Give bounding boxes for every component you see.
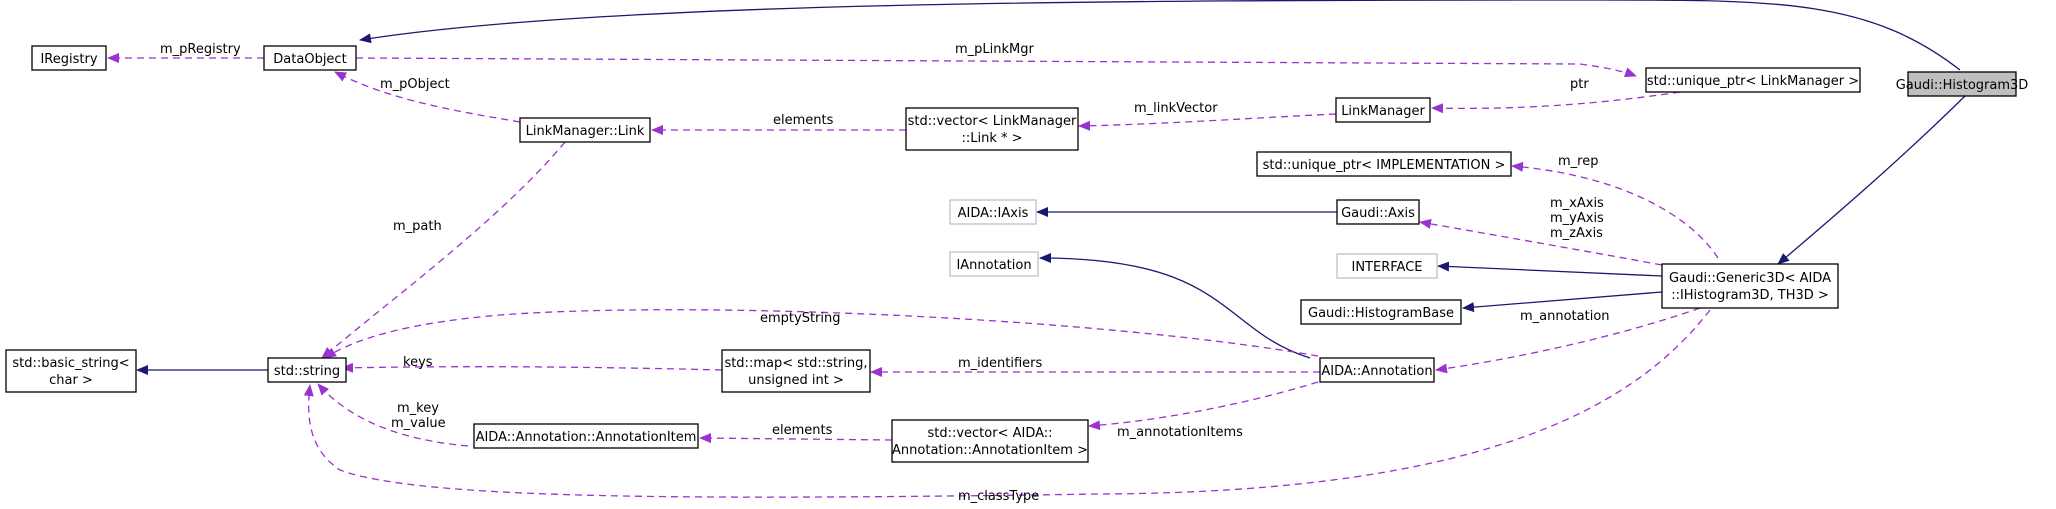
label-ptr: ptr <box>1570 77 1589 92</box>
label-keys: keys <box>403 355 433 370</box>
edge-aidaannotation-to-stdstring-emptystring <box>324 309 1319 359</box>
label-m-rep: m_rep <box>1558 154 1598 169</box>
edge-link-to-stdstring <box>321 141 566 359</box>
label-m-annotationitems: m_annotationItems <box>1117 425 1243 440</box>
edge-linkmanager-to-vector-link <box>1078 113 1337 131</box>
label-m-plinkmgr: m_pLinkMgr <box>955 42 1035 57</box>
label-elements-item: elements <box>772 423 833 438</box>
edge-generic3d-to-uniqueptr-impl <box>1511 161 1719 259</box>
node-gaudi-generic3d[interactable]: Gaudi::Generic3D< AIDA ::IHistogram3D, T… <box>1661 263 1839 309</box>
edge-aidaannotation-to-iannotation <box>1039 253 1311 359</box>
node-label-line2: Annotation::AnnotationItem > <box>892 443 1088 458</box>
node-gaudi-axis[interactable]: Gaudi::Axis <box>1336 199 1420 225</box>
edge-generic3d-to-stdstring-classtype <box>303 309 1711 498</box>
node-label: AIDA::IAxis <box>958 206 1029 221</box>
node-label: Gaudi::HistogramBase <box>1308 306 1454 321</box>
node-label: LinkManager::Link <box>526 124 645 139</box>
node-gaudi-histogrambase[interactable]: Gaudi::HistogramBase <box>1300 299 1462 325</box>
node-aida-iaxis[interactable]: AIDA::IAxis <box>949 199 1037 225</box>
label-m-value: m_value <box>391 416 446 431</box>
node-label: DataObject <box>273 52 346 67</box>
node-interface[interactable]: INTERFACE <box>1336 253 1438 279</box>
node-label: IRegistry <box>40 52 97 67</box>
edge-histogram3d-to-generic3d <box>1777 95 1966 265</box>
node-label: std::unique_ptr< IMPLEMENTATION > <box>1263 158 1506 173</box>
edge-generic3d-to-interface <box>1437 261 1663 277</box>
node-unique-ptr-linkmanager[interactable]: std::unique_ptr< LinkManager > <box>1645 67 1861 93</box>
edge-histogram3d-to-dataobject <box>359 0 1961 71</box>
node-unique-ptr-implementation[interactable]: std::unique_ptr< IMPLEMENTATION > <box>1256 151 1512 177</box>
edge-uniqueptr-linkmgr-to-linkmanager <box>1431 91 1681 114</box>
node-label-line1: std::vector< AIDA:: <box>927 426 1052 441</box>
edge-generic3d-to-gaudiaxis <box>1419 218 1663 266</box>
node-label-line2: char > <box>49 373 93 388</box>
node-label-line2: ::Link * > <box>961 131 1022 146</box>
label-elements-link: elements <box>773 113 834 128</box>
edge-dataobject-to-uniqueptr-linkmgr <box>355 57 1637 77</box>
node-label: std::string <box>274 364 340 379</box>
node-label-line1: std::basic_string< <box>12 356 129 371</box>
label-m-classtype: m_classType <box>958 489 1039 504</box>
node-label: IAnnotation <box>956 258 1031 273</box>
node-iannotation[interactable]: IAnnotation <box>949 251 1039 277</box>
node-label-line2: unsigned int > <box>748 373 844 388</box>
node-std-vector-link[interactable]: std::vector< LinkManager ::Link * > <box>905 107 1079 151</box>
label-m-zaxis: m_zAxis <box>1550 226 1603 241</box>
edge-annotationitem-to-stdstring <box>317 383 469 447</box>
label-m-linkvector: m_linkVector <box>1134 101 1218 116</box>
edge-aidaannotation-to-vector-annotationitem <box>1088 381 1319 431</box>
node-gaudi-histogram3d[interactable]: Gaudi::Histogram3D <box>1896 71 2029 97</box>
label-emptystring: emptyString <box>760 311 841 326</box>
edge-vector-annotationitem-to-annotationitem <box>699 433 893 444</box>
node-label: AIDA::Annotation <box>1321 364 1432 379</box>
node-std-vector-annotationitem[interactable]: std::vector< AIDA:: Annotation::Annotati… <box>891 419 1089 463</box>
node-label-line1: Gaudi::Generic3D< AIDA <box>1669 271 1831 286</box>
label-m-pregistry: m_pRegistry <box>160 42 241 57</box>
edge-labels: m_pRegistry m_pLinkMgr m_pObject ptr m_l… <box>160 42 1610 504</box>
node-aida-annotation[interactable]: AIDA::Annotation <box>1319 357 1435 383</box>
node-std-map[interactable]: std::map< std::string, unsigned int > <box>721 349 871 393</box>
label-m-key: m_key <box>397 401 439 416</box>
node-std-string[interactable]: std::string <box>267 357 347 383</box>
node-label-line2: ::IHistogram3D, TH3D > <box>1671 288 1829 303</box>
label-m-yaxis: m_yAxis <box>1550 211 1604 226</box>
node-iregistry[interactable]: IRegistry <box>31 45 107 71</box>
label-m-path: m_path <box>393 219 442 234</box>
node-label: AIDA::Annotation::AnnotationItem <box>476 430 697 445</box>
label-m-xaxis: m_xAxis <box>1550 196 1604 211</box>
label-m-annotation: m_annotation <box>1520 309 1610 324</box>
label-m-pobject: m_pObject <box>380 77 450 92</box>
edge-generic3d-to-histogrambase <box>1462 291 1663 313</box>
node-label: Gaudi::Histogram3D <box>1896 78 2029 93</box>
node-label: LinkManager <box>1341 104 1425 119</box>
label-m-identifiers: m_identifiers <box>958 356 1043 371</box>
node-linkmanager[interactable]: LinkManager <box>1335 97 1431 123</box>
edge-link-to-dataobject <box>334 71 521 123</box>
node-label-line1: std::vector< LinkManager <box>908 114 1077 129</box>
node-label-line1: std::map< std::string, <box>724 356 867 371</box>
edge-generic3d-to-aidaannotation <box>1435 307 1701 374</box>
node-dataobject[interactable]: DataObject <box>263 45 357 71</box>
node-std-basic-string[interactable]: std::basic_string< char > <box>5 349 137 393</box>
edges <box>107 0 1966 498</box>
node-linkmanager-link[interactable]: LinkManager::Link <box>519 117 651 143</box>
edge-map-to-stdstring <box>341 362 723 373</box>
nodes: Gaudi::Histogram3D DataObject IRegistry … <box>5 45 2029 463</box>
node-label: std::unique_ptr< LinkManager > <box>1647 74 1859 89</box>
node-label: Gaudi::Axis <box>1341 206 1415 221</box>
node-aida-annotation-annotationitem[interactable]: AIDA::Annotation::AnnotationItem <box>473 423 699 449</box>
node-label: INTERFACE <box>1352 260 1423 275</box>
